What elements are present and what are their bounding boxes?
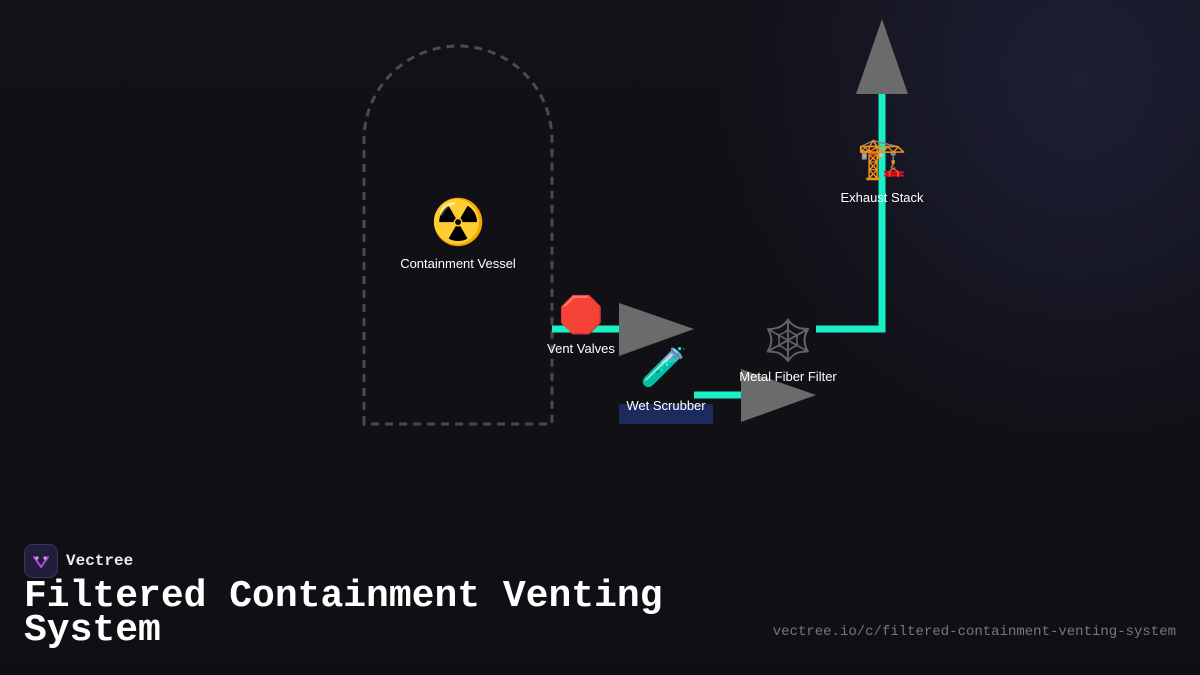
node-metal-fiber-filter[interactable]: 🕸️ Metal Fiber Filter [739,317,837,384]
spider-web-icon: 🕸️ [763,317,813,364]
metal-fiber-filter-label: Metal Fiber Filter [739,369,837,384]
node-exhaust-stack[interactable]: 🏗️ Exhaust Stack [840,136,924,205]
vent-valves-label: Vent Valves [547,341,615,356]
containment-vessel-label: Containment Vessel [400,256,516,271]
radioactive-icon: ☢️ [431,197,486,248]
flow-arrow-exhaust-up [856,19,908,94]
flow-arrow-to-filter [741,369,816,422]
wet-scrubber-label: Wet Scrubber [626,398,706,413]
test-tube-icon: 🧪 [640,345,687,389]
node-vent-valves[interactable]: 🛑 Vent Valves [547,294,615,356]
stop-sign-icon: 🛑 [559,294,604,336]
exhaust-stack-label: Exhaust Stack [840,190,924,205]
brand-name: Vectree [66,552,134,570]
brand[interactable]: Vectree [24,544,133,578]
node-containment-vessel[interactable]: ☢️ Containment Vessel [400,197,516,271]
flow-arrow-to-scrubber [619,303,694,356]
crane-icon: 🏗️ [857,136,907,182]
wet-scrubber-highlight [619,404,713,424]
node-wet-scrubber[interactable]: 🧪 Wet Scrubber [626,345,706,413]
page-title: Filtered Containment Venting System [24,575,663,652]
vectree-logo-icon [24,544,58,578]
containment-boundary [362,44,554,426]
flow-line-filter-to-stack [816,90,886,333]
page-url[interactable]: vectree.io/c/filtered-containment-ventin… [772,624,1176,640]
